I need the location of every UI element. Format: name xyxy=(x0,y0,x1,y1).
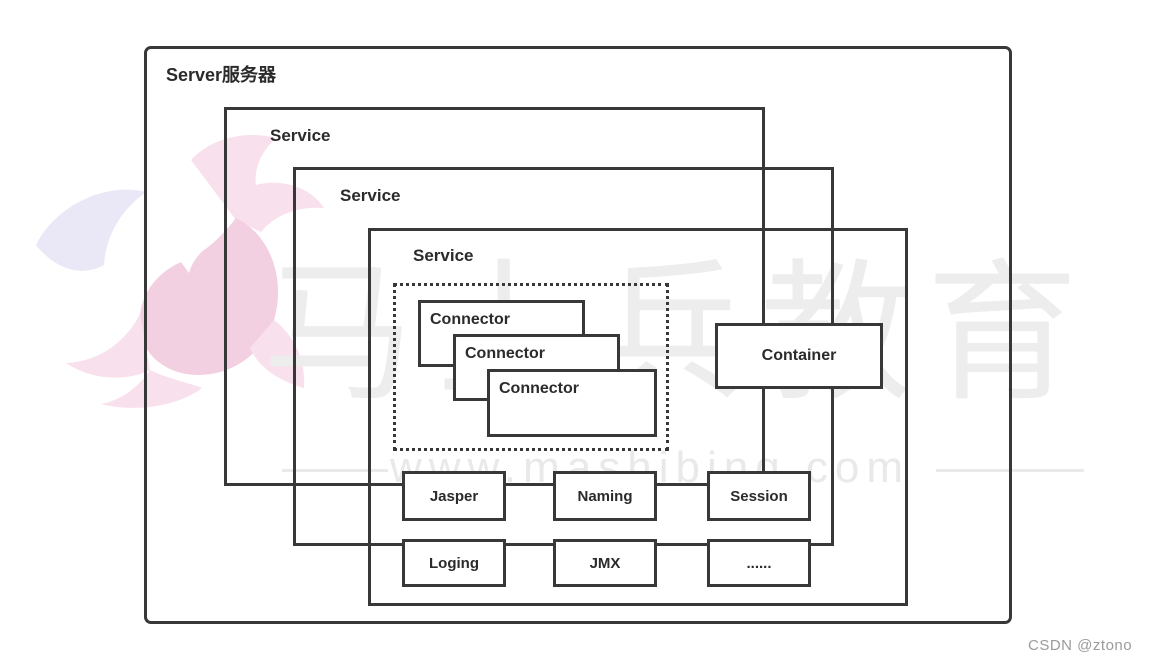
server-box xyxy=(144,46,1012,624)
component-box-jasper: Jasper xyxy=(402,471,506,521)
container-box: Container xyxy=(715,323,883,389)
connectors-dashed-group xyxy=(393,283,669,451)
mashibing-horse-logo-watermark-icon xyxy=(36,134,324,408)
component-box-naming: Naming xyxy=(553,471,657,521)
connector-box-1-label: Connector xyxy=(430,311,510,328)
service-box-3 xyxy=(368,228,908,606)
component-loging-label: Loging xyxy=(429,554,479,572)
component-jmx-label: JMX xyxy=(589,554,621,572)
watermark-dash-left xyxy=(282,469,388,472)
connector-box-3: Connector xyxy=(487,369,657,437)
connector-box-2-label: Connector xyxy=(465,345,545,362)
container-box-label: Container xyxy=(761,347,837,364)
service-box-3-label: Service xyxy=(413,246,474,265)
component-naming-label: Naming xyxy=(577,487,633,505)
component-box-jmx: JMX xyxy=(553,539,657,587)
component-jasper-label: Jasper xyxy=(429,487,479,505)
credit-text: CSDN @ztono xyxy=(1028,637,1133,654)
service-box-2-label: Service xyxy=(340,186,401,205)
component-box-loging: Loging xyxy=(402,539,506,587)
component-box-session: Session xyxy=(707,471,811,521)
component-ellipsis-label: ...... xyxy=(746,554,772,572)
component-box-ellipsis: ...... xyxy=(707,539,811,587)
connector-box-3-label: Connector xyxy=(499,380,579,397)
server-box-label: Server服务器 xyxy=(166,65,277,85)
component-session-label: Session xyxy=(730,487,788,505)
service-box-1-label: Service xyxy=(270,126,331,145)
